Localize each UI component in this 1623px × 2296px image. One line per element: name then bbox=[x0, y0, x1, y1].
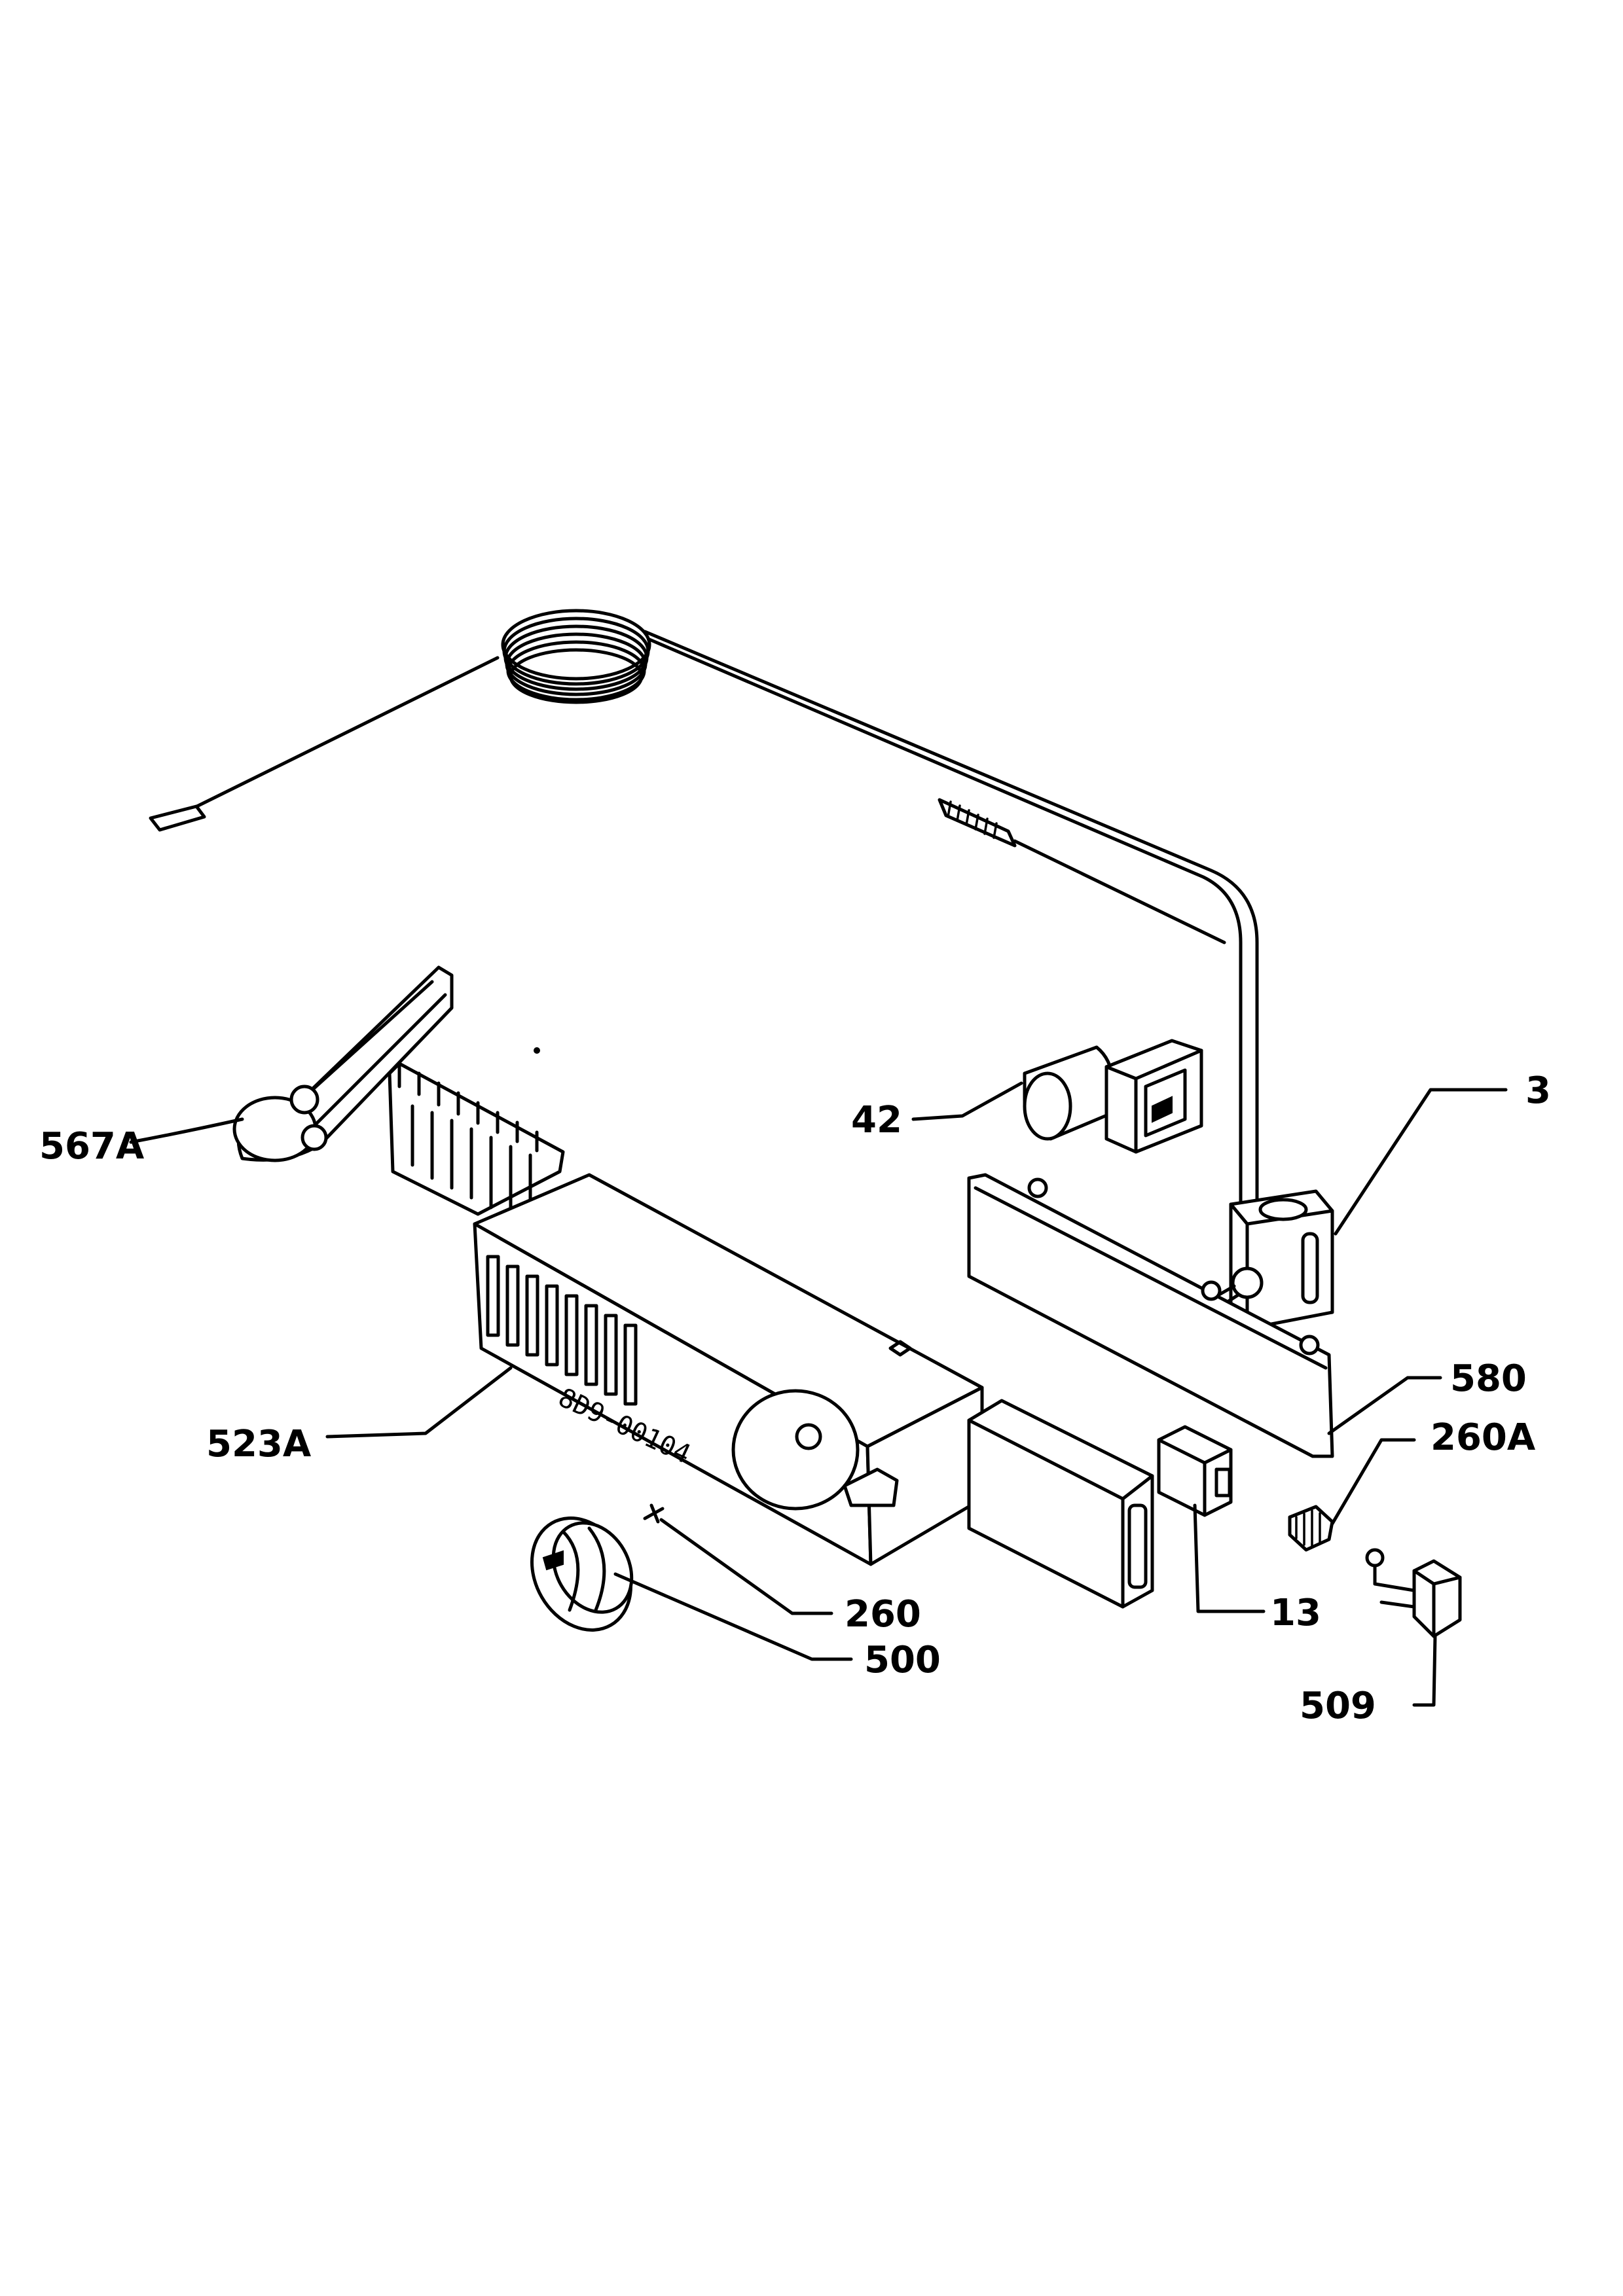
leader-567a bbox=[129, 1117, 244, 1144]
callout-567a: 567A bbox=[39, 1125, 145, 1168]
callout-260a: 260A bbox=[1431, 1416, 1536, 1459]
leader-509 bbox=[1412, 1634, 1437, 1707]
leader-42 bbox=[911, 1081, 1023, 1121]
leader-523a bbox=[325, 1366, 513, 1439]
connector-part-509 bbox=[1365, 1548, 1462, 1638]
callout-13: 13 bbox=[1270, 1592, 1321, 1634]
capillary-tube-right-inner bbox=[647, 637, 1243, 1232]
switch-part-13 bbox=[1157, 1425, 1233, 1517]
marker-260 bbox=[643, 1503, 665, 1524]
leader-260a bbox=[1330, 1438, 1416, 1526]
lamp-holder-part-42 bbox=[1023, 1039, 1203, 1154]
leader-3 bbox=[1334, 1088, 1508, 1236]
thermostat-capillary bbox=[149, 609, 1259, 1232]
callout-260: 260 bbox=[845, 1593, 921, 1636]
stray-dot bbox=[534, 1047, 540, 1054]
capillary-tube-left bbox=[155, 656, 500, 828]
leader-lines bbox=[129, 1081, 1508, 1707]
leader-580 bbox=[1327, 1376, 1442, 1435]
callout-500: 500 bbox=[864, 1639, 941, 1681]
callout-523a: 523A bbox=[206, 1423, 312, 1465]
leader-260 bbox=[659, 1518, 833, 1615]
leader-13 bbox=[1193, 1503, 1266, 1613]
capillary-tube-right bbox=[643, 630, 1259, 1232]
lamp-cover-part-567a bbox=[232, 965, 454, 1162]
leader-500 bbox=[613, 1572, 853, 1661]
light-cover bbox=[967, 1399, 1154, 1609]
callout-509: 509 bbox=[1300, 1685, 1376, 1727]
cover-plate-part-580 bbox=[967, 1173, 1334, 1458]
callout-42: 42 bbox=[851, 1099, 902, 1141]
callout-3: 3 bbox=[1525, 1069, 1551, 1112]
tube-branch bbox=[1013, 839, 1226, 944]
sensor-bulb bbox=[149, 804, 206, 832]
housing-part-523a bbox=[388, 1062, 984, 1566]
spring-part-260a bbox=[1288, 1505, 1334, 1552]
knob-part-500 bbox=[530, 1516, 634, 1632]
capillary-coil bbox=[501, 609, 651, 704]
tube-spring-coils bbox=[947, 800, 998, 839]
callout-580: 580 bbox=[1450, 1357, 1527, 1400]
